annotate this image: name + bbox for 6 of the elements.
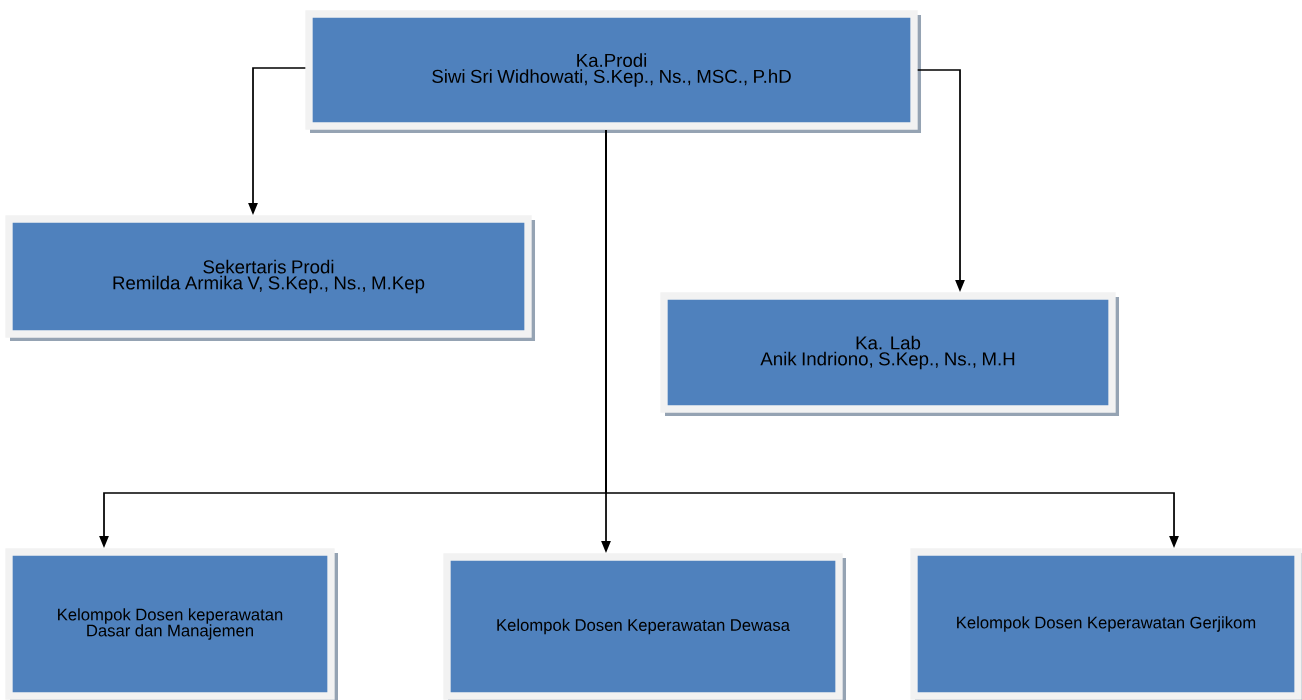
org-box: Ka. Lab Anik Indriono, S.Kep., Ns., M.H — [660, 292, 1119, 416]
org-box: Kelompok Dosen keperawatan Dasar dan Manajemen — [5, 548, 338, 700]
org-box: Kelompok Dosen Keperawatan Dewasa — [443, 553, 846, 700]
org-box: Kelompok Dosen Keperawatan Gerjikom — [910, 548, 1302, 700]
org-box: Ka.Prodi Siwi Sri Widhowati, S.Kep., Ns., MSC., P.hD — [305, 10, 921, 133]
org-box: Sekertaris Prodi Remilda Armika V, S.Kep., Ns., M.Kep — [5, 215, 535, 341]
